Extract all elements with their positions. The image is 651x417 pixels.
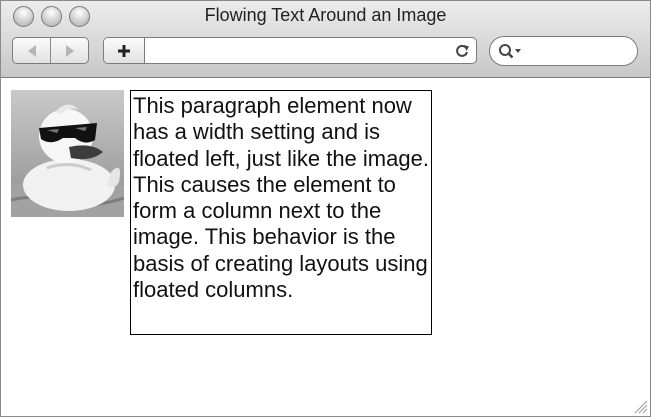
resize-grip-icon[interactable] [634,400,648,414]
minimize-window-button[interactable] [41,6,62,27]
duck-image [11,90,124,217]
search-field[interactable] [489,36,638,66]
zoom-window-button[interactable] [69,6,90,27]
plus-icon [118,44,130,57]
add-bookmark-button[interactable] [104,38,145,63]
window-title: Flowing Text Around an Image [204,5,447,25]
title-bar: Flowing Text Around an Image [1,1,650,78]
url-input[interactable] [145,38,448,63]
floated-paragraph: This paragraph element now has a width s… [130,90,432,335]
forward-button[interactable] [50,38,88,63]
back-button[interactable] [13,38,50,63]
search-input[interactable] [524,42,625,60]
page-content: This paragraph element now has a width s… [1,78,650,416]
forward-arrow-icon [65,44,74,57]
reload-button[interactable] [448,38,476,63]
reload-icon [456,44,469,57]
close-window-button[interactable] [13,6,34,27]
back-arrow-icon [27,44,36,57]
history-navigation [12,37,89,64]
search-dropdown-icon[interactable] [498,43,524,59]
address-bar [103,37,477,64]
